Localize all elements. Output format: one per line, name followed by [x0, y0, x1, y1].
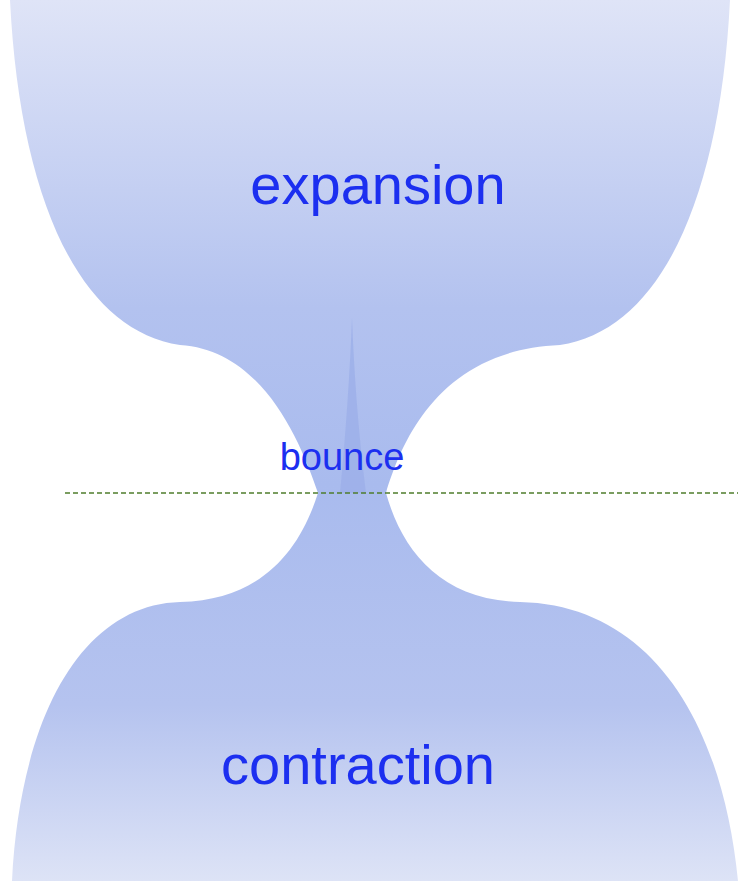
- phase-label: expansion: [250, 153, 505, 217]
- hourglass-shape: [10, 0, 738, 881]
- bounce-dashed-line: [65, 492, 738, 493]
- phase-label: bounce: [280, 436, 405, 480]
- phase-label: contraction: [221, 733, 495, 797]
